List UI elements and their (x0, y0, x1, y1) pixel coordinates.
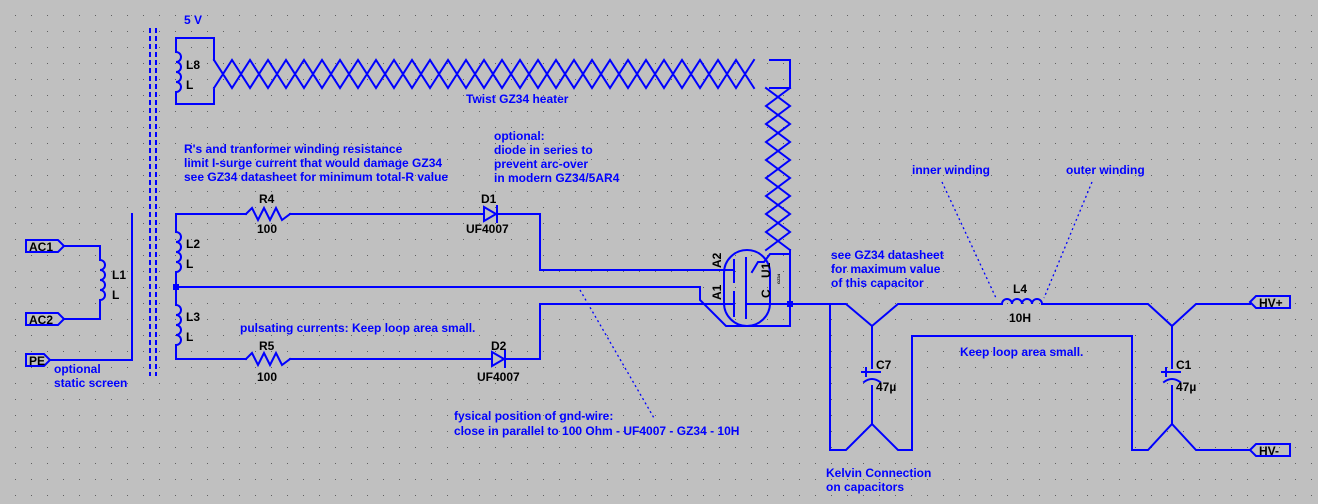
l1-value: L (112, 288, 119, 302)
c1-ref: C1 (1176, 358, 1192, 372)
kelvin-note-line2: on capacitors (826, 480, 904, 494)
cap-note-line3: of this capacitor (831, 276, 924, 290)
heater-supply-label: 5 V (184, 13, 202, 27)
r-note-line3: see GZ34 datasheet for minimum total-R v… (184, 170, 448, 184)
diode-note-line4: in modern GZ34/5AR4 (494, 171, 620, 185)
screen-note-line1: optional (54, 362, 101, 376)
r-note-line1: R's and tranformer winding resistance (184, 142, 403, 156)
r-note-line2: limit I-surge current that would damage … (184, 156, 442, 170)
c7-ref: C7 (876, 358, 892, 372)
l3-ref: L3 (186, 310, 200, 324)
l8-ref: L8 (186, 58, 200, 72)
inductor-l4[interactable]: L4 10H (1000, 282, 1044, 325)
twisted-heater-pair (212, 55, 792, 305)
d1-ref: D1 (481, 192, 497, 206)
u1-sub: GZ34 (776, 273, 781, 284)
r5-value: 100 (257, 370, 277, 384)
inductor-l2[interactable]: L2 L (174, 230, 200, 274)
l3-value: L (186, 330, 193, 344)
primary-wires (49, 213, 133, 361)
diode-note-line1: optional: (494, 129, 545, 143)
screen-note-line2: static screen (54, 376, 127, 390)
gnd-note-line2: close in parallel to 100 Ohm - UF4007 - … (454, 424, 739, 438)
l4-ref: L4 (1013, 282, 1027, 296)
c1-value: 47µ (1176, 380, 1196, 394)
u1-pin-a2: A2 (710, 252, 724, 268)
port-hv-minus-label: HV- (1259, 444, 1279, 458)
port-pe[interactable]: PE (25, 353, 52, 368)
inductor-l8[interactable]: L8 L (174, 50, 200, 94)
cap-note-line1: see GZ34 datasheet (831, 248, 944, 262)
annotation-leaders (579, 181, 1093, 419)
u1-ref: U1 (759, 262, 773, 278)
gnd-note-line1: fysical position of gnd-wire: (454, 409, 613, 423)
port-pe-label: PE (29, 354, 45, 368)
r4-ref: R4 (259, 192, 275, 206)
outer-winding-note: outer winding (1066, 163, 1145, 177)
output-wires (789, 303, 1251, 451)
l4-value: 10H (1009, 311, 1031, 325)
port-ac1[interactable]: AC1 (25, 239, 66, 254)
cap-note-line2: for maximum value (831, 262, 941, 276)
junction-dot (173, 284, 179, 290)
heater-lead-bottom (175, 91, 215, 105)
keep-loop-note: Keep loop area small. (960, 345, 1083, 359)
l2-value: L (186, 257, 193, 271)
inner-winding-note: inner winding (912, 163, 990, 177)
inductor-l3[interactable]: L3 L (174, 303, 200, 347)
pulsating-note: pulsating currents: Keep loop area small… (240, 321, 475, 335)
inductor-l1[interactable]: L1 L (98, 258, 126, 302)
d2-ref: D2 (491, 339, 507, 353)
diode-d1[interactable]: D1 UF4007 (466, 192, 509, 236)
resistor-r4[interactable]: R4 100 (244, 192, 292, 236)
capacitor-c7[interactable]: C7 47µ (861, 358, 896, 394)
diode-note-line3: prevent arc-over (494, 157, 588, 171)
r5-ref: R5 (259, 339, 275, 353)
port-hv-plus-label: HV+ (1259, 296, 1283, 310)
d1-value: UF4007 (466, 222, 509, 236)
port-hv-plus[interactable]: HV+ (1248, 295, 1291, 310)
capacitor-c1[interactable]: C1 47µ (1161, 358, 1196, 394)
u1-pin-c: C (759, 289, 773, 298)
r4-value: 100 (257, 222, 277, 236)
diode-note-line2: diode in series to (494, 143, 593, 157)
rectifier-tube-u1[interactable]: A2 A1 C U1 GZ34 (710, 249, 791, 327)
d2-value: UF4007 (477, 370, 520, 384)
twist-note: Twist GZ34 heater (466, 92, 569, 106)
heater-lead-top (175, 37, 215, 57)
l1-ref: L1 (112, 268, 126, 282)
port-ac2-label: AC2 (29, 313, 53, 327)
port-hv-minus[interactable]: HV- (1248, 443, 1291, 458)
l8-value: L (186, 78, 193, 92)
kelvin-note-line1: Kelvin Connection (826, 466, 931, 480)
u1-pin-a1: A1 (710, 284, 724, 300)
port-ac2[interactable]: AC2 (25, 312, 66, 327)
l2-ref: L2 (186, 237, 200, 251)
c7-value: 47µ (876, 380, 896, 394)
transformer-core (149, 28, 157, 376)
diode-d2[interactable]: D2 UF4007 (477, 339, 520, 384)
resistor-r5[interactable]: R5 100 (244, 339, 292, 384)
port-ac1-label: AC1 (29, 240, 53, 254)
